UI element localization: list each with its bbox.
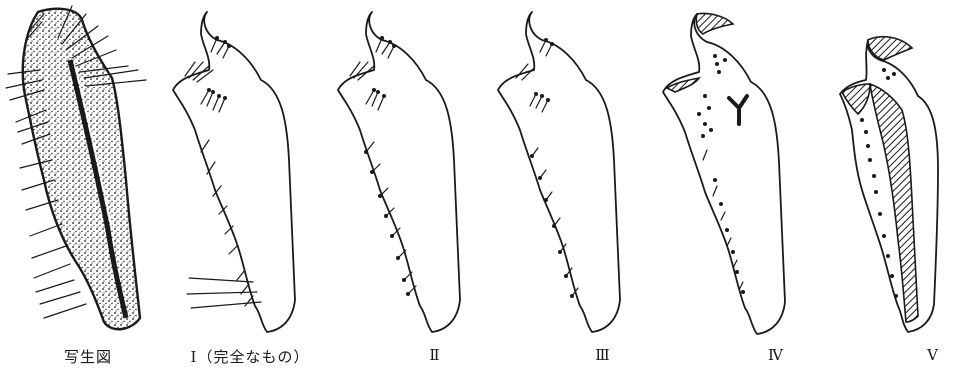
mandible-I-drawing (165, 0, 335, 340)
panel-III: Ⅲ (490, 0, 640, 380)
panel-IV: Ⅳ (655, 0, 805, 380)
caption-I: Ⅰ（完全なもの） (185, 346, 315, 367)
mandible-II-drawing (330, 0, 480, 340)
panel-I: Ⅰ（完全なもの） (165, 0, 335, 380)
caption-V: Ⅴ (918, 346, 948, 364)
sketch-drawing (0, 0, 160, 340)
mandible-V-drawing (822, 0, 962, 340)
caption-sketch: 写生図 (58, 346, 118, 367)
caption-II: Ⅱ (420, 346, 450, 364)
mandible-III-drawing (490, 0, 640, 340)
panel-II: Ⅱ (330, 0, 480, 380)
caption-IV: Ⅳ (761, 346, 791, 364)
mandible-IV-drawing (655, 0, 805, 340)
panel-sketch: 写生図 (0, 0, 160, 380)
caption-III: Ⅲ (588, 346, 618, 364)
panel-V: Ⅴ (822, 0, 962, 380)
